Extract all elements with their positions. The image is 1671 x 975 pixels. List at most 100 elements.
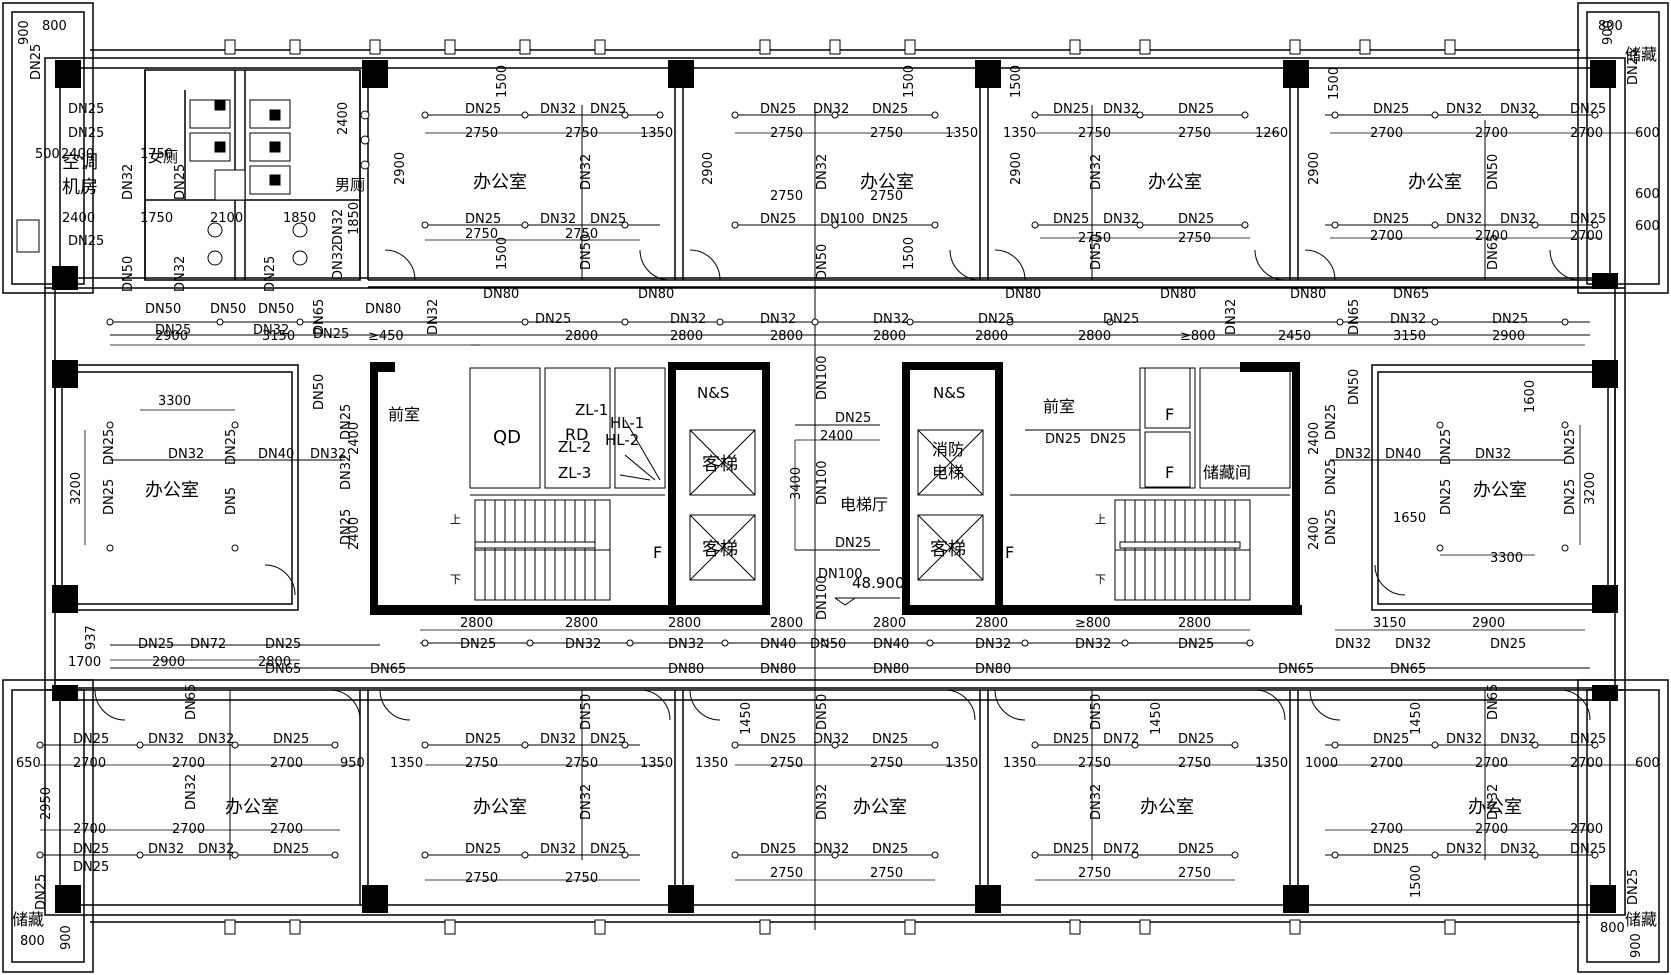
pipe-label: DN25	[1053, 732, 1089, 747]
pipe-label: DN25	[34, 874, 49, 910]
stair-up-label: 上	[1095, 513, 1106, 526]
pipe-label: DN25	[273, 732, 309, 747]
pipe-label: DN32	[310, 447, 346, 462]
f-label: F	[653, 543, 662, 562]
pipe-label: DN40	[873, 637, 909, 652]
dim-label: 1850	[347, 202, 362, 235]
storage-label: 储藏	[12, 910, 44, 929]
pipe-label: DN32	[813, 732, 849, 747]
dim-label: 1450	[1149, 702, 1164, 735]
stair-treads-left	[484, 500, 596, 600]
dim-label: 2800	[975, 329, 1008, 344]
pipe-label: DN25	[68, 234, 104, 249]
interior-partitions	[54, 69, 1616, 905]
f-label: F	[1005, 543, 1014, 562]
womens-wc-label: 女厕	[148, 148, 178, 166]
pipe-label: DN25	[872, 732, 908, 747]
dim-label: 2750	[1078, 231, 1111, 246]
dim-label: 2800	[770, 616, 803, 631]
pipe-label: DN80	[483, 287, 519, 302]
dim-label: 2400	[1307, 422, 1322, 455]
dim-label: 2750	[870, 866, 903, 881]
pipe-label: DN25	[1053, 212, 1089, 227]
pipe-label: DN80	[668, 662, 704, 677]
dim-label: 600	[1635, 187, 1660, 202]
dim-label: 2700	[1370, 229, 1403, 244]
pipe-label: DN25	[465, 732, 501, 747]
pipe-label: DN40	[760, 637, 796, 652]
door-swings	[94, 249, 1591, 721]
toilet-fixtures	[16, 99, 370, 266]
dim-label: 2700	[1475, 126, 1508, 141]
pipe-label: DN32	[148, 732, 184, 747]
dimension-labels: 2750 2750 1350 2750 2750 1350 1350 2750 …	[16, 19, 1660, 949]
pipe-label: DN25	[1570, 732, 1606, 747]
pipe-label: DN25	[1373, 732, 1409, 747]
dim-label: 1350	[1003, 126, 1036, 141]
pipe-label: DN32	[1500, 842, 1536, 857]
pipe-label: DN32	[1486, 784, 1501, 820]
dim-label: 2900	[152, 655, 185, 670]
pipe-label: DN50	[121, 256, 136, 292]
pipe-label: DN25	[313, 327, 349, 342]
pipe-label: DN32	[1103, 102, 1139, 117]
dim-label: 2750	[1078, 866, 1111, 881]
office-label: 办公室	[853, 797, 907, 818]
dim-label: 2750	[770, 866, 803, 881]
dim-label: 2700	[270, 756, 303, 771]
pipe-label: DN80	[1005, 287, 1041, 302]
pipe-label: DN32	[1446, 102, 1482, 117]
pipe-label: DN100	[815, 575, 830, 620]
pipe-label: DN72	[1103, 732, 1139, 747]
dim-label: 2800	[565, 616, 598, 631]
dim-label: 2750	[870, 189, 903, 204]
pipe-label: DN25	[978, 312, 1014, 327]
core-walls	[370, 362, 1302, 615]
dim-label: 800	[42, 19, 67, 34]
pipe-label: DN50	[312, 374, 327, 410]
pipe-label: DN100	[820, 212, 865, 227]
dim-label: 2750	[1178, 231, 1211, 246]
pipe-label: DN25	[1492, 312, 1528, 327]
pipe-label: DN32	[1475, 447, 1511, 462]
dim-label: 900	[59, 925, 74, 950]
riser-leader-lines	[619, 419, 900, 606]
pipe-label: DN25	[263, 256, 278, 292]
dim-label: 1500	[1009, 65, 1024, 98]
dim-label: 2900	[1009, 152, 1024, 185]
dim-label: 2400	[347, 517, 362, 550]
pipe-label: DN80	[1160, 287, 1196, 302]
dim-label: 2800	[975, 616, 1008, 631]
wall-pilasters	[224, 39, 1456, 935]
dim-label: 600	[1635, 219, 1660, 234]
f-label: F	[1165, 463, 1174, 482]
elevation-mark: 48.900	[852, 574, 905, 592]
pipe-label: DN32	[426, 299, 441, 335]
pipe-label: DN32	[121, 164, 136, 200]
dim-label: 2750	[465, 871, 498, 886]
room-labels: 办公室 办公室 办公室 办公室 办公室 办公室 办公室 办公室 办公室 办公室 …	[12, 45, 1657, 929]
pipe-label: DN32	[540, 102, 576, 117]
pipe-label: DN25	[68, 102, 104, 117]
stair-treads-right	[1124, 500, 1236, 600]
pipe-label: DN25	[73, 860, 109, 875]
dim-label: 2750	[1178, 126, 1211, 141]
pipe-label: DN65	[1486, 234, 1501, 270]
pipe-label: DN32	[579, 154, 594, 190]
dim-label: 2800	[873, 329, 906, 344]
dim-label: 2400	[61, 147, 94, 162]
ns-label: N&S	[697, 384, 729, 402]
dim-label: 3150	[1393, 329, 1426, 344]
dim-label: 2700	[1370, 822, 1403, 837]
dim-label: 1500	[495, 65, 510, 98]
elevator-label: 客梯	[930, 539, 966, 560]
pipe-label: DN25	[590, 102, 626, 117]
dim-label: 1350	[1255, 756, 1288, 771]
pipe-label: DN32	[1390, 312, 1426, 327]
stair-down-label: 下	[1095, 573, 1106, 586]
pipe-label: DN25	[138, 637, 174, 652]
dim-label: 3200	[1583, 472, 1598, 505]
dim-label: 2700	[1475, 822, 1508, 837]
stair-up-label: 上	[450, 513, 461, 526]
